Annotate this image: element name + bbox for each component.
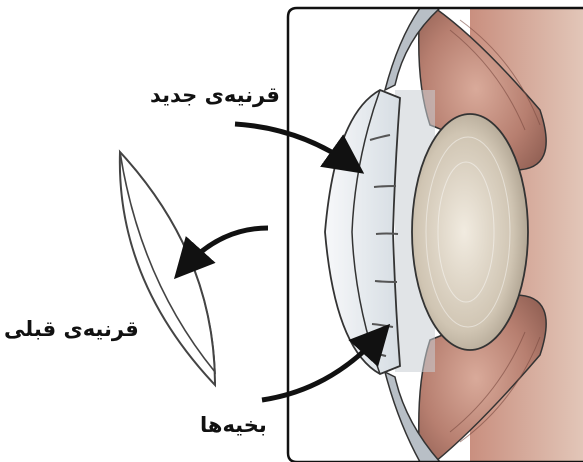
stitches-label: بخیه‌ها [200,413,267,437]
stitch [376,234,398,235]
new-cornea-label: قرنیه‌ی جدید [150,83,280,107]
stitch [375,281,397,282]
arrow-to-old-cornea [184,228,268,268]
lens [412,114,528,350]
old-cornea-label: قرنیه‌ی قبلی [4,317,139,341]
stitch [374,186,396,187]
eye-panel [288,8,583,462]
old-cornea [120,152,215,385]
